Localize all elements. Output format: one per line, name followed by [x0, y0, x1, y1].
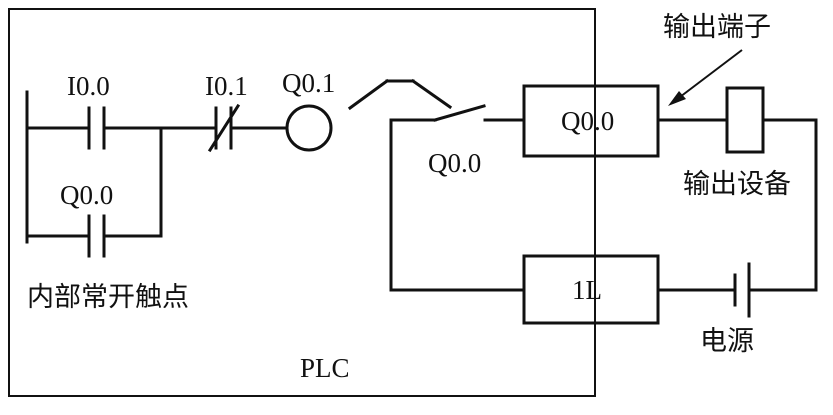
terminal-pointer-arrow — [675, 49, 743, 101]
internal-contacts-label: 内部常开触点 — [27, 282, 189, 313]
contact-q00-label: Q0.0 — [60, 180, 113, 210]
switch-blade — [433, 104, 486, 122]
output-device-load — [725, 86, 765, 154]
relay-linkage — [410, 78, 453, 110]
terminal-q00-label: Q0.0 — [561, 106, 614, 136]
contact-i01-label: I0.1 — [205, 71, 248, 101]
output-device-label: 输出设备 — [683, 169, 791, 200]
power-supply-label: 电源 — [700, 326, 754, 357]
terminal-pointer-arrowhead — [668, 91, 686, 106]
coil-label: Q0.1 — [282, 68, 335, 98]
output-switch-label: Q0.0 — [428, 148, 481, 178]
contact-i00-label: I0.0 — [67, 71, 110, 101]
coil-q01 — [285, 104, 333, 152]
plc-label: PLC — [300, 353, 350, 383]
plc-enclosure — [8, 8, 596, 397]
output-terminal-label: 输出端子 — [663, 12, 771, 43]
relay-linkage — [347, 78, 390, 111]
contact-i01-slash — [207, 103, 241, 153]
terminal-1l-label: 1L — [572, 275, 602, 305]
